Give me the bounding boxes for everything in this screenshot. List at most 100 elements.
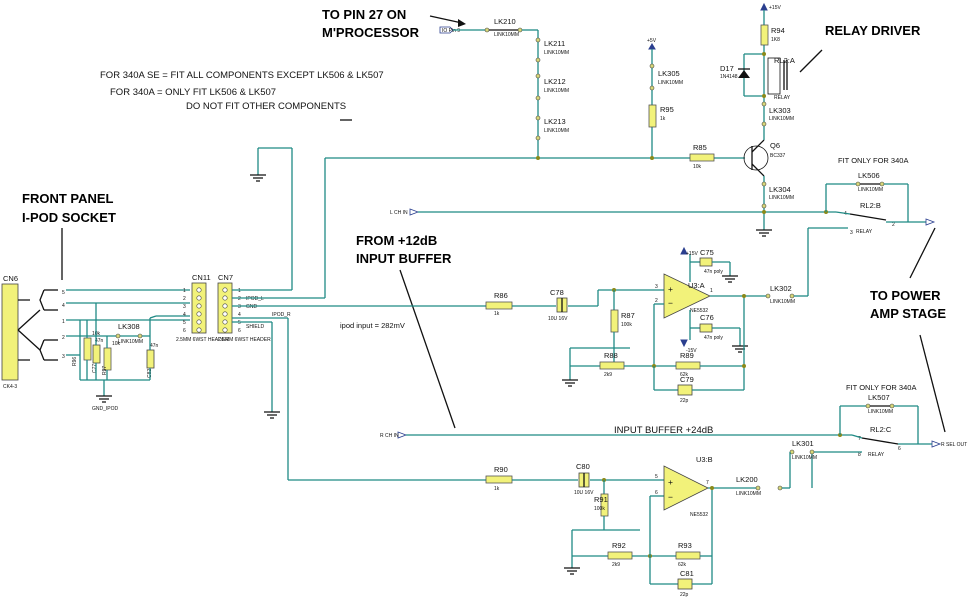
link-pad — [535, 95, 541, 101]
c79-label: C79 — [680, 375, 694, 384]
r88-value: 2k9 — [604, 372, 612, 378]
r85-value: 10k — [693, 164, 702, 170]
lk210-type: LINK10MM — [494, 32, 519, 38]
junction — [710, 486, 714, 490]
port-io-pin-icon — [439, 26, 454, 34]
resistor-r87 — [610, 309, 619, 333]
power-arrow-icon — [760, 2, 768, 11]
r93-label: R93 — [678, 541, 692, 550]
pin-label: 5 — [238, 320, 241, 326]
diode-d17-icon — [738, 70, 750, 78]
power-arrow-icon — [648, 43, 656, 50]
c76-label: C76 — [700, 313, 714, 322]
u3b-label: U3:B — [696, 455, 713, 464]
r86-label: R86 — [494, 291, 508, 300]
plus15-label: +15V — [769, 5, 781, 11]
lk212-type: LINK10MM — [544, 88, 569, 94]
r95-value: 1k — [660, 116, 666, 122]
r87-label: R87 — [621, 311, 635, 320]
lk506-type: LINK10MM — [858, 187, 883, 193]
note-340a-se: FOR 340A SE = FIT ALL COMPONENTS EXCEPT … — [100, 70, 384, 81]
link-pad — [761, 181, 767, 187]
callout-from-12db: FROM +12dB — [356, 233, 437, 248]
d17-value: 1N4148 — [720, 74, 738, 80]
ground-icon — [562, 379, 578, 387]
port-io-pin-label: IO Pin 9 — [442, 28, 460, 34]
capacitor-c79 — [677, 384, 693, 396]
link-pad — [535, 57, 541, 63]
link-pad — [765, 293, 771, 299]
r96-label: R96 — [72, 357, 78, 366]
port-rsel-out-icon — [931, 440, 942, 448]
link-pad — [777, 485, 783, 491]
link-pad — [535, 115, 541, 121]
pin-label: 4 — [62, 303, 65, 309]
transistor-q6-body — [743, 145, 769, 171]
pin-label: 6 — [238, 328, 241, 334]
link-pad — [137, 333, 143, 339]
pointer-line-pin27 — [429, 15, 463, 24]
pin-label: 4 — [238, 312, 241, 318]
pin-label: 3 — [183, 304, 186, 310]
pin-label: 6 — [898, 446, 901, 452]
cn6-label: CN6 — [3, 274, 18, 283]
opamp-plus: + — [668, 284, 673, 294]
pointer-line-input-buffer — [399, 269, 456, 429]
relay-switch-b — [849, 213, 887, 221]
q6-value: BC337 — [770, 153, 786, 159]
link-pad — [761, 101, 767, 107]
resistor-r95 — [648, 104, 657, 128]
junction — [742, 364, 746, 368]
pin-label: 6 — [655, 490, 658, 496]
callout-front-panel: FRONT PANEL — [22, 191, 114, 206]
ipod-l-label: IPOD_L — [246, 296, 264, 302]
header-pins — [196, 287, 228, 333]
plus15-u3a-label: +15V — [686, 251, 698, 257]
wire — [851, 434, 863, 439]
wire — [149, 315, 157, 319]
lk213-type: LINK10MM — [544, 128, 569, 134]
lk200-label: LK200 — [736, 475, 758, 484]
c75-label: C75 — [700, 248, 714, 257]
r86-value: 1k — [494, 311, 500, 317]
pin-label: 7 — [706, 480, 709, 486]
resistor-r90 — [485, 475, 513, 484]
lk210-label: LK210 — [494, 17, 516, 26]
r97-value: 10k — [112, 341, 121, 347]
r90-label: R90 — [494, 465, 508, 474]
pin-label: 3 — [655, 284, 658, 290]
link-pad — [649, 85, 655, 91]
wire — [835, 211, 851, 215]
callout-processor: M'PROCESSOR — [322, 25, 420, 40]
note-ipod-input: ipod input = 282mV — [340, 321, 405, 330]
r91-label: R91 — [594, 495, 608, 504]
r93-value: 62k — [678, 562, 687, 568]
link-pad — [535, 73, 541, 79]
u3b-part: NE5532 — [690, 512, 708, 518]
link-pad — [789, 293, 795, 299]
lk507-type: LINK10MM — [868, 409, 893, 415]
ipod-r-label: IPOD_R — [272, 312, 291, 318]
resistor-r86 — [485, 301, 513, 310]
lk200-type: LINK10MM — [736, 491, 761, 497]
r85-label: R85 — [693, 143, 707, 152]
r95-label: R95 — [660, 105, 674, 114]
lk308-label: LK308 — [118, 322, 140, 331]
pin-label: 8 — [858, 452, 861, 458]
link-pad — [809, 449, 815, 455]
socket-contacts — [17, 299, 41, 361]
cn11-part: 2.5MM 6WST HEADER — [176, 337, 229, 343]
note-do-not-fit: DO NOT FIT OTHER COMPONENTS — [186, 101, 346, 112]
resistor-r96 — [83, 337, 92, 361]
opamp-minus: − — [668, 492, 673, 502]
c78-value: 10U 16V — [548, 316, 568, 322]
callout-relay-driver: RELAY DRIVER — [825, 23, 921, 38]
power-arrow-icon — [680, 246, 688, 255]
c80-value: 10U 16V — [574, 490, 594, 496]
pin-label: 6 — [183, 328, 186, 334]
link-pad — [755, 485, 761, 491]
gnd-label: GND — [246, 304, 258, 310]
r89-label: R89 — [680, 351, 694, 360]
resistor-r89 — [675, 361, 701, 370]
